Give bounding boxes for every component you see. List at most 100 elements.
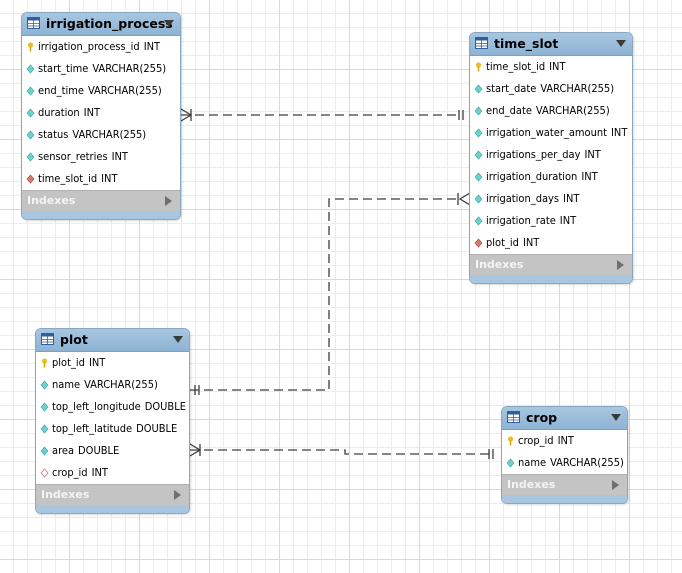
expand-arrow-icon[interactable] xyxy=(612,480,619,490)
column-name: irrigation_process_id xyxy=(38,40,140,53)
entity-footer xyxy=(502,495,627,503)
column-name: start_date xyxy=(486,82,537,95)
column-name: status xyxy=(38,128,69,141)
relationship-line-plot-time-slot xyxy=(190,198,460,391)
column-type: VARCHAR(255) xyxy=(550,456,624,469)
entity-title: irrigation_process xyxy=(46,16,173,31)
entity-title: crop xyxy=(526,410,558,425)
table-icon xyxy=(475,37,488,49)
column-name: irrigation_days xyxy=(486,192,560,205)
column-diamond-icon xyxy=(474,84,483,94)
column-type: DOUBLE xyxy=(136,422,178,435)
column-diamond-icon xyxy=(474,172,483,182)
indexes-bar[interactable]: Indexes xyxy=(36,484,189,505)
entity-irrigation-process[interactable]: irrigation_process irrigation_process_id… xyxy=(21,12,181,220)
relationship-line-plot-crop xyxy=(190,449,490,455)
column-name: plot_id xyxy=(52,356,85,369)
crow-foot-one-or-many-marker xyxy=(180,108,193,122)
column-diamond-icon xyxy=(40,380,49,390)
collapse-triangle-icon[interactable] xyxy=(173,336,183,343)
entity-footer xyxy=(36,505,189,513)
column-name: time_slot_id xyxy=(38,172,98,185)
indexes-bar[interactable]: Indexes xyxy=(22,190,180,211)
expand-arrow-icon[interactable] xyxy=(617,260,624,270)
column-type: VARCHAR(255) xyxy=(535,104,610,117)
column-diamond-icon xyxy=(26,152,35,162)
column-type: VARCHAR(255) xyxy=(87,84,162,97)
column-name: irrigation_duration xyxy=(486,170,578,183)
collapse-triangle-icon[interactable] xyxy=(164,20,174,27)
column-type: INT xyxy=(581,170,598,183)
column-name: irrigation_rate xyxy=(486,214,556,227)
expand-arrow-icon[interactable] xyxy=(174,490,181,500)
indexes-bar[interactable]: Indexes xyxy=(502,474,627,495)
entity-header[interactable]: crop xyxy=(502,407,627,430)
entity-header[interactable]: time_slot xyxy=(470,33,632,56)
entity-header[interactable]: irrigation_process xyxy=(22,13,180,36)
column-name: plot_id xyxy=(486,236,519,249)
column-name: name xyxy=(52,378,81,391)
collapse-triangle-icon[interactable] xyxy=(616,40,626,47)
collapse-triangle-icon[interactable] xyxy=(611,414,621,421)
column-type: INT xyxy=(563,192,580,205)
column-type: VARCHAR(255) xyxy=(72,128,147,141)
column-diamond-icon xyxy=(40,402,49,412)
column-name: end_time xyxy=(38,84,84,97)
primary-key-icon xyxy=(507,436,514,446)
column-name: start_time xyxy=(38,62,89,75)
column-name: top_left_longitude xyxy=(52,400,141,413)
column-name: crop_id xyxy=(52,466,88,479)
indexes-bar[interactable]: Indexes xyxy=(470,254,632,275)
column-name: time_slot_id xyxy=(486,60,546,73)
exactly-one-marker xyxy=(194,385,200,395)
column-type: VARCHAR(255) xyxy=(92,62,167,75)
column-type: INT xyxy=(101,172,118,185)
column-name: duration xyxy=(38,106,80,119)
foreign-key-diamond-icon xyxy=(474,238,483,248)
entity-footer xyxy=(22,211,180,219)
column-diamond-icon xyxy=(506,458,515,468)
column-diamond-icon xyxy=(26,64,35,74)
entity-header[interactable]: plot xyxy=(36,329,189,352)
column-diamond-icon xyxy=(26,108,35,118)
column-name: irrigation_water_amount xyxy=(486,126,608,139)
entity-footer xyxy=(470,275,632,283)
expand-arrow-icon[interactable] xyxy=(165,196,172,206)
table-icon xyxy=(507,411,520,423)
column-type: INT xyxy=(559,214,577,227)
table-icon xyxy=(27,17,40,29)
column-type: DOUBLE xyxy=(144,400,186,413)
table-icon xyxy=(41,333,54,345)
